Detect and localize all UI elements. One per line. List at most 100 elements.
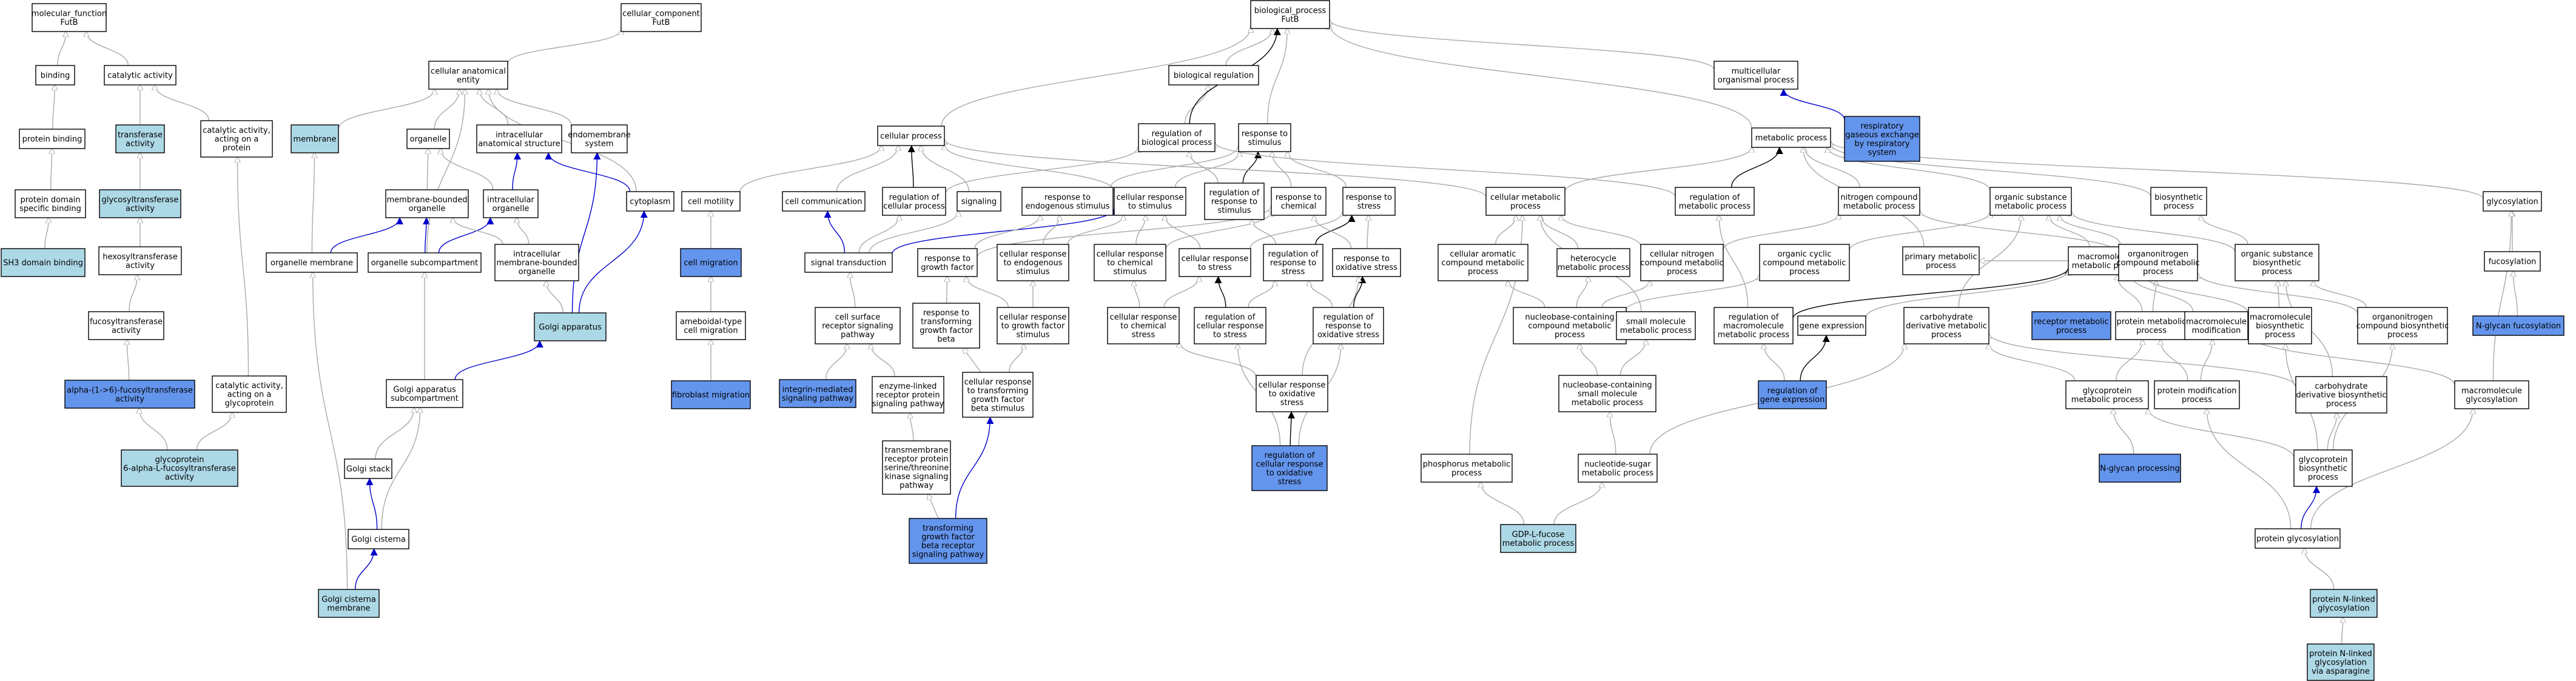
edge-is-a-protmet-to-macromol bbox=[2117, 275, 2143, 312]
edge-is-a-golgicismem-to-orgmem bbox=[313, 272, 348, 590]
go-term-box bbox=[877, 126, 945, 146]
go-term-label-line: process bbox=[2265, 330, 2295, 340]
edge-is-a-intraorg-to-organelle bbox=[440, 149, 494, 190]
go-term-label-line: catalytic activity bbox=[107, 72, 173, 81]
go-term-box bbox=[1271, 187, 1327, 216]
go-term-box bbox=[1759, 244, 1850, 281]
go-term-label-line: to chemical bbox=[1107, 259, 1153, 268]
edge-regulates-regcrs-to-crstress bbox=[1214, 276, 1226, 308]
go-term-box bbox=[997, 307, 1069, 344]
go-term-label-line: protein N-linked bbox=[2312, 595, 2375, 604]
edge-is-a-caromatic-to-cellmetab bbox=[1495, 215, 1516, 245]
go-term-box bbox=[212, 375, 287, 413]
go-term-label-line: response to bbox=[1044, 193, 1091, 202]
edge-regulates-regrox-to-respox bbox=[1353, 276, 1367, 308]
go-term-node-cell-migration: cell migration bbox=[680, 248, 742, 277]
edge-is-a-crchemstim-to-respchem bbox=[1165, 211, 1271, 250]
go-term-box bbox=[1989, 187, 2072, 216]
go-term-box bbox=[1713, 61, 1798, 90]
edge-is-a-macromol-to-orgsubmet bbox=[2049, 215, 2090, 247]
go-term-label-line: signaling pathway bbox=[782, 394, 854, 403]
edge-regulates-reggene-to-geneexp bbox=[1800, 335, 1830, 381]
edge-is-a-protmod-to-macromod bbox=[2200, 340, 2212, 381]
edge-is-a-cellresp-to-cellproc bbox=[944, 145, 1115, 192]
go-term-label-line: cytoplasm bbox=[630, 198, 670, 207]
edge-regulates-regmetab-to-metab bbox=[1730, 147, 1783, 188]
edge-is-a-crstress-to-respstress bbox=[1249, 212, 1343, 249]
go-term-box bbox=[1838, 187, 1920, 216]
go-term-box bbox=[1485, 187, 1565, 216]
go-term-label-line: catalytic activity, bbox=[203, 126, 271, 135]
go-term-node-n-glycan-processing: N-glycan processing bbox=[2099, 454, 2181, 483]
go-term-box bbox=[2307, 643, 2375, 681]
go-term-label-line: compound metabolic bbox=[2116, 259, 2199, 268]
go-term-node-catalytic-activity: catalytic activity bbox=[104, 65, 177, 86]
edge-is-a-cae-to-cc bbox=[507, 30, 621, 64]
go-term-box bbox=[1238, 123, 1291, 152]
edge-is-a-orgsubbio-to-biosyn bbox=[2201, 215, 2248, 245]
go-term-label-line: biosynthetic bbox=[2256, 322, 2304, 331]
go-term-label-line: N-glycan fucosylation bbox=[2476, 322, 2561, 331]
go-term-label-line: carbohydrate bbox=[1920, 313, 1972, 322]
go-term-label-line: biological_process bbox=[1254, 6, 1327, 15]
edge-is-a-cnitro-to-nitro bbox=[1723, 214, 1838, 250]
go-term-label-line: cellular response bbox=[1097, 250, 1164, 259]
go-term-label-line: cellular response bbox=[1000, 313, 1067, 322]
go-term-label-line: activity bbox=[126, 204, 155, 213]
go-term-label-line: biosynthetic bbox=[2154, 193, 2203, 202]
go-term-node-signal-transduction: signal transduction bbox=[804, 252, 893, 273]
go-term-label-line: to transforming bbox=[967, 386, 1028, 395]
go-term-label-line: compound metabolic bbox=[1763, 259, 1846, 268]
go-term-node-golgi-apparatus: Golgi apparatus bbox=[534, 312, 607, 341]
go-term-box bbox=[1204, 183, 1265, 220]
go-term-label-line: process bbox=[1510, 202, 1541, 211]
go-term-label-line: stress bbox=[1282, 267, 1305, 277]
go-term-box bbox=[1094, 244, 1166, 281]
go-term-label-line: nucleobase-containing bbox=[1562, 381, 1652, 390]
go-term-label-line: glycosylation bbox=[2315, 659, 2367, 668]
edge-is-a-orgsub-to-cae bbox=[426, 89, 465, 253]
go-term-label-line: nitrogen compound bbox=[1840, 193, 1917, 202]
go-term-box bbox=[917, 248, 978, 277]
edge-is-a-tmrp-to-enzyme bbox=[910, 413, 914, 441]
edge-is-a-integrin-to-csrsp bbox=[825, 344, 847, 380]
edge-is-a-carbbio-to-carbderiv bbox=[1989, 333, 2296, 387]
go-term-box bbox=[1751, 127, 1831, 148]
edge-is-a-sigtrans-to-signaling bbox=[869, 211, 958, 253]
edge-is-a-protnglyc-to-protglyc bbox=[2304, 548, 2335, 590]
go-term-label-line: to growth factor bbox=[1001, 322, 1065, 331]
go-term-label-line: activity bbox=[115, 395, 144, 404]
go-term-label-line: oxidative stress bbox=[1336, 263, 1397, 272]
edge-is-a-cellmot-to-cellproc bbox=[739, 146, 881, 192]
edge-is-a-geneexp-to-macromol bbox=[1865, 270, 2068, 318]
go-term-label-line: kinase signaling bbox=[885, 472, 949, 481]
edge-is-a-pdsb-to-protbind bbox=[51, 149, 52, 190]
edge-is-a-crtgfb-to-crgf bbox=[1009, 344, 1024, 373]
go-term-label-line: protein binding bbox=[22, 135, 82, 144]
go-term-box bbox=[912, 303, 980, 349]
edge-is-a-carbderiv-to-orgsubmet bbox=[1958, 215, 2021, 308]
edge-is-a-glycoprotbio-to-glycoprot bbox=[2148, 409, 2295, 458]
go-term-node-n-glycan-fucosylation: N-glycan fucosylation bbox=[2472, 315, 2564, 336]
go-term-label-line: growth factor bbox=[921, 263, 974, 272]
go-term-box bbox=[476, 124, 562, 153]
go-term-label-line: glycoprotein bbox=[2299, 455, 2348, 465]
go-term-label-line: modification bbox=[2192, 326, 2241, 335]
